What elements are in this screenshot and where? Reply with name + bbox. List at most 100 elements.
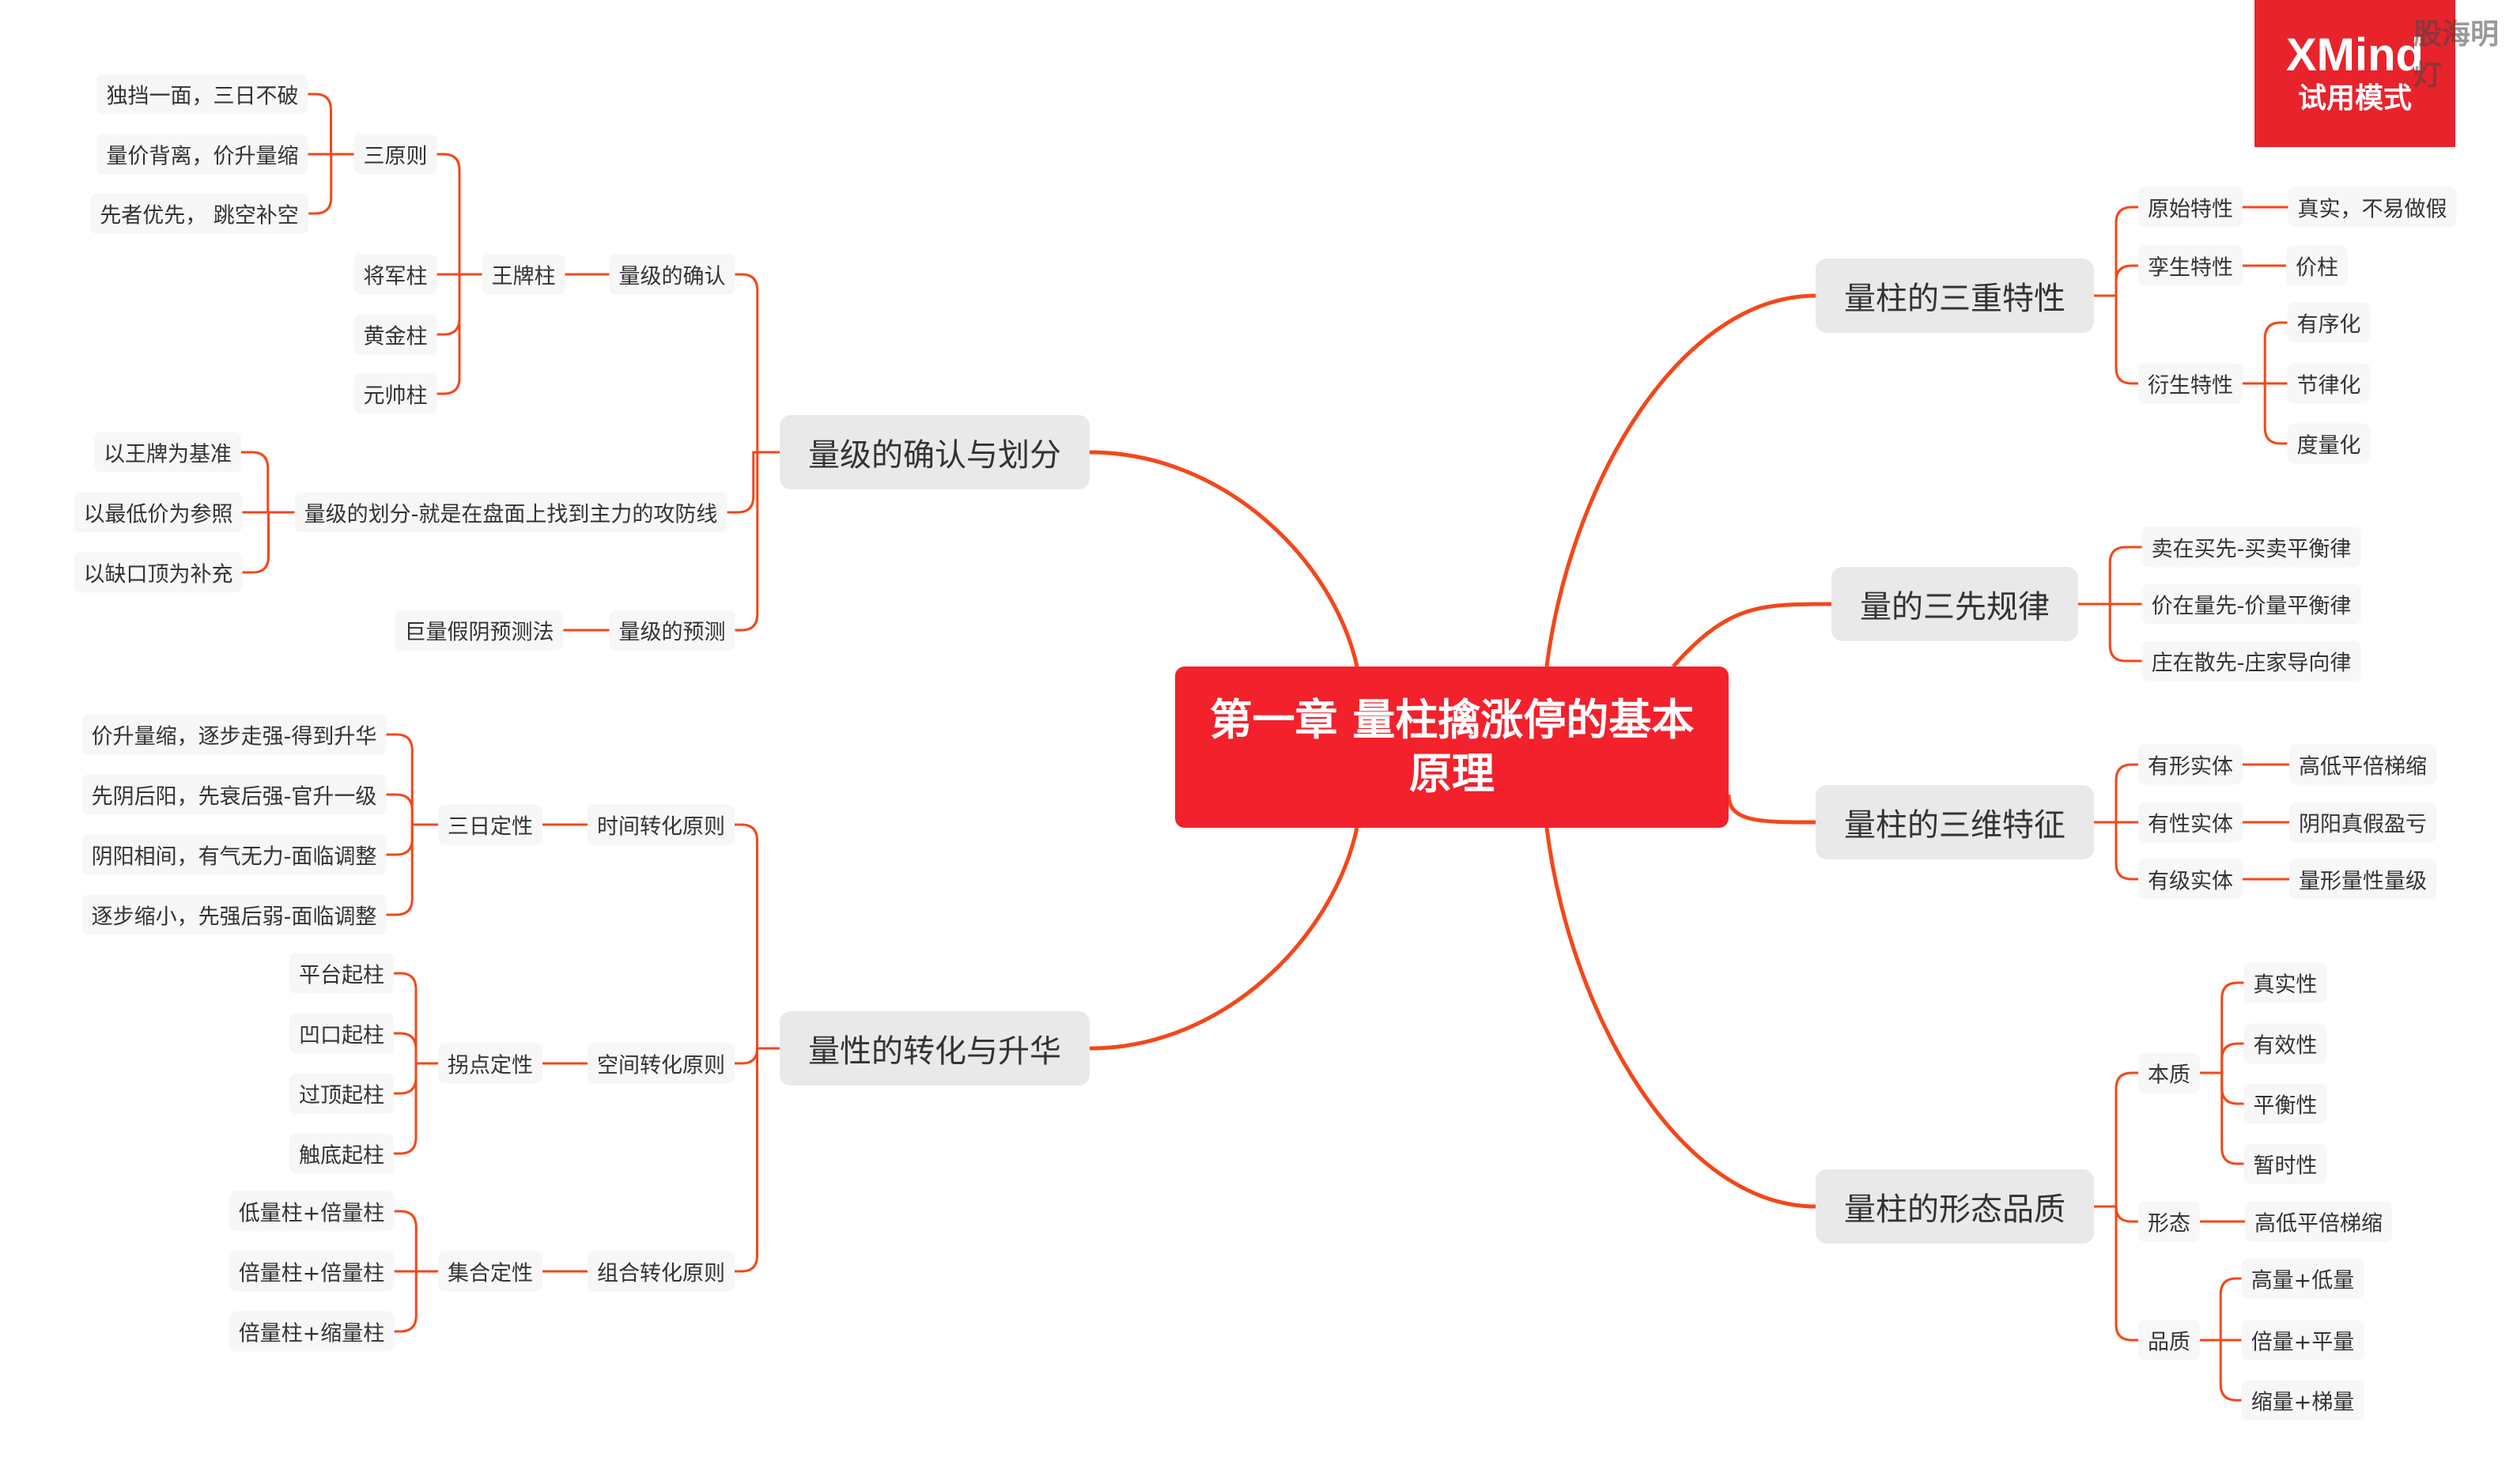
connector-b1 bbox=[1089, 450, 1359, 667]
subtopic-b1b2[interactable]: 以最低价为参照 bbox=[74, 492, 243, 533]
subtopic-r3a[interactable]: 有形实体 bbox=[2138, 744, 2243, 785]
subtopic-r4a3[interactable]: 平衡性 bbox=[2243, 1083, 2327, 1124]
subtopic-b1a1b[interactable]: 将军柱 bbox=[353, 254, 437, 295]
connector-b2b1d bbox=[394, 1062, 438, 1155]
central-topic[interactable]: 第一章 量柱擒涨停的基本原理 bbox=[1175, 666, 1729, 828]
subtopic-r4a4[interactable]: 暂时性 bbox=[2243, 1143, 2327, 1184]
main-topic-r2[interactable]: 量的三先规律 bbox=[1831, 567, 2078, 641]
subtopic-b2b1c[interactable]: 过顶起柱 bbox=[289, 1073, 394, 1114]
subtopic-r4c1[interactable]: 高量+低量 bbox=[2241, 1258, 2364, 1299]
connector-r4a1 bbox=[2200, 981, 2244, 1074]
subtopic-b2a1c[interactable]: 阴阳相间，有气无力-面临调整 bbox=[81, 834, 387, 875]
subtopic-b1a1d[interactable]: 元帅柱 bbox=[353, 373, 437, 414]
subtopic-r3b1[interactable]: 阴阳真假盈亏 bbox=[2289, 802, 2436, 843]
subtopic-r3c[interactable]: 有级实体 bbox=[2138, 859, 2243, 900]
subtopic-r2c[interactable]: 庄在散先-庄家导向律 bbox=[2141, 640, 2361, 682]
subtopic-b1c1[interactable]: 巨量假阴预测法 bbox=[395, 610, 564, 651]
connector-r1a bbox=[2094, 206, 2138, 297]
connector-r4c1 bbox=[2200, 1277, 2242, 1342]
subtopic-r1c[interactable]: 衍生特性 bbox=[2138, 363, 2243, 404]
subtopic-r1b1[interactable]: 价柱 bbox=[2286, 245, 2348, 286]
connector-r2 bbox=[1672, 602, 1832, 668]
connector-r4c bbox=[2094, 1205, 2138, 1342]
subtopic-b1a1a1[interactable]: 独挡一面，三日不破 bbox=[96, 74, 308, 115]
subtopic-r4a1[interactable]: 真实性 bbox=[2243, 962, 2327, 1003]
connector-b1a1a bbox=[437, 153, 482, 276]
subtopic-b2a1[interactable]: 三日定性 bbox=[438, 804, 542, 845]
subtopic-b2c1b[interactable]: 倍量柱+倍量柱 bbox=[229, 1251, 395, 1292]
main-topic-b2[interactable]: 量性的转化与升华 bbox=[780, 1011, 1090, 1086]
xmind-trial-badge[interactable]: XMind 试用模式 bbox=[2254, 0, 2455, 147]
subtopic-b2c1a[interactable]: 低量柱+倍量柱 bbox=[229, 1191, 395, 1232]
subtopic-r4a[interactable]: 本质 bbox=[2138, 1052, 2200, 1093]
connector-r4a2 bbox=[2200, 1042, 2244, 1074]
subtopic-r4b[interactable]: 形态 bbox=[2138, 1201, 2200, 1242]
main-topic-r3[interactable]: 量柱的三维特征 bbox=[1816, 785, 2094, 859]
subtopic-b2a1d[interactable]: 逐步缩小，先强后弱-面临调整 bbox=[81, 894, 387, 935]
subtopic-b1a[interactable]: 量级的确认 bbox=[609, 254, 735, 295]
connector-b1b1 bbox=[241, 451, 295, 514]
subtopic-r1a[interactable]: 原始特性 bbox=[2138, 187, 2243, 228]
connector-b2c1c bbox=[394, 1270, 438, 1333]
connector-b1a1d bbox=[437, 273, 482, 395]
subtopic-b2a1b[interactable]: 先阴后阳，先衰后强-官升一级 bbox=[81, 774, 387, 815]
subtopic-b2a1a[interactable]: 价升量缩，逐步走强-得到升华 bbox=[81, 714, 387, 755]
connector-r4a bbox=[2094, 1071, 2138, 1208]
watermark: 股海明灯 bbox=[2413, 18, 2500, 92]
subtopic-r4a2[interactable]: 有效性 bbox=[2243, 1023, 2327, 1064]
main-topic-r1[interactable]: 量柱的三重特性 bbox=[1816, 259, 2094, 333]
connector-b2a1d bbox=[386, 823, 438, 916]
connector-b2a bbox=[735, 823, 780, 1050]
connector-r1c3 bbox=[2243, 382, 2288, 445]
connector-r1 bbox=[1544, 293, 1816, 667]
subtopic-b1a1a3[interactable]: 先者优先， 跳空补空 bbox=[90, 193, 308, 234]
connector-b1a1a1 bbox=[308, 93, 354, 156]
subtopic-b2c[interactable]: 组合转化原则 bbox=[588, 1251, 735, 1292]
subtopic-r1c2[interactable]: 节律化 bbox=[2287, 363, 2371, 404]
trial-mode-label: 试用模式 bbox=[2297, 82, 2412, 115]
subtopic-b1a1a2[interactable]: 量价背离，价升量缩 bbox=[96, 134, 308, 175]
subtopic-b1a1a[interactable]: 三原则 bbox=[353, 134, 437, 175]
subtopic-r3c1[interactable]: 量形量性量级 bbox=[2289, 859, 2436, 900]
subtopic-r3b[interactable]: 有性实体 bbox=[2138, 802, 2243, 843]
subtopic-b1b1[interactable]: 以王牌为基准 bbox=[94, 432, 241, 473]
connector-r4c3 bbox=[2200, 1339, 2242, 1402]
subtopic-b1a1c[interactable]: 黄金柱 bbox=[353, 314, 437, 355]
connector-b2c1a bbox=[394, 1210, 438, 1273]
subtopic-b2b1a[interactable]: 平台起柱 bbox=[289, 953, 394, 994]
subtopic-b2c1c[interactable]: 倍量柱+缩量柱 bbox=[229, 1311, 395, 1352]
subtopic-b2b1[interactable]: 拐点定性 bbox=[438, 1043, 542, 1084]
subtopic-b1b3[interactable]: 以缺口顶为补充 bbox=[74, 552, 243, 593]
connector-b1c bbox=[735, 451, 780, 632]
main-topic-r4[interactable]: 量柱的形态品质 bbox=[1816, 1169, 2094, 1244]
subtopic-r4c3[interactable]: 缩量+梯量 bbox=[2241, 1380, 2364, 1421]
subtopic-r4b1[interactable]: 高低平倍梯缩 bbox=[2245, 1201, 2392, 1242]
subtopic-b2b1d[interactable]: 触底起柱 bbox=[289, 1133, 394, 1174]
connector-r1c1 bbox=[2243, 321, 2288, 385]
subtopic-r4c[interactable]: 品质 bbox=[2138, 1320, 2200, 1361]
subtopic-b1c[interactable]: 量级的预测 bbox=[609, 610, 735, 651]
connector-b2b1b bbox=[394, 1032, 438, 1065]
subtopic-r2b[interactable]: 价在量先-价量平衡律 bbox=[2141, 583, 2361, 625]
connector-b1a1a3 bbox=[308, 153, 354, 215]
subtopic-r1b[interactable]: 孪生特性 bbox=[2138, 245, 2243, 286]
connector-r4a4 bbox=[2200, 1071, 2244, 1165]
connector-b2c bbox=[735, 1047, 780, 1273]
subtopic-b1b[interactable]: 量级的划分-就是在盘面上找到主力的攻防线 bbox=[294, 492, 728, 533]
subtopic-r2a[interactable]: 卖在买先-买卖平衡律 bbox=[2141, 527, 2361, 568]
connector-b2 bbox=[1089, 827, 1359, 1051]
connector-r3 bbox=[1726, 794, 1816, 825]
subtopic-b2b[interactable]: 空间转化原则 bbox=[588, 1043, 735, 1084]
connector-r3a bbox=[2094, 763, 2138, 824]
subtopic-r1c1[interactable]: 有序化 bbox=[2287, 302, 2371, 343]
subtopic-b2b1b[interactable]: 凹口起柱 bbox=[289, 1013, 394, 1054]
connector-r1c bbox=[2094, 294, 2138, 385]
subtopic-r4c2[interactable]: 倍量+平量 bbox=[2241, 1320, 2364, 1361]
subtopic-r3a1[interactable]: 高低平倍梯缩 bbox=[2289, 744, 2436, 785]
subtopic-b2a[interactable]: 时间转化原则 bbox=[588, 804, 735, 845]
subtopic-r1a1[interactable]: 真实，不易做假 bbox=[2288, 187, 2457, 228]
main-topic-b1[interactable]: 量级的确认与划分 bbox=[780, 415, 1090, 489]
subtopic-b1a1[interactable]: 王牌柱 bbox=[482, 254, 565, 295]
subtopic-r1c3[interactable]: 度量化 bbox=[2287, 423, 2371, 464]
subtopic-b2c1[interactable]: 集合定性 bbox=[438, 1251, 542, 1292]
